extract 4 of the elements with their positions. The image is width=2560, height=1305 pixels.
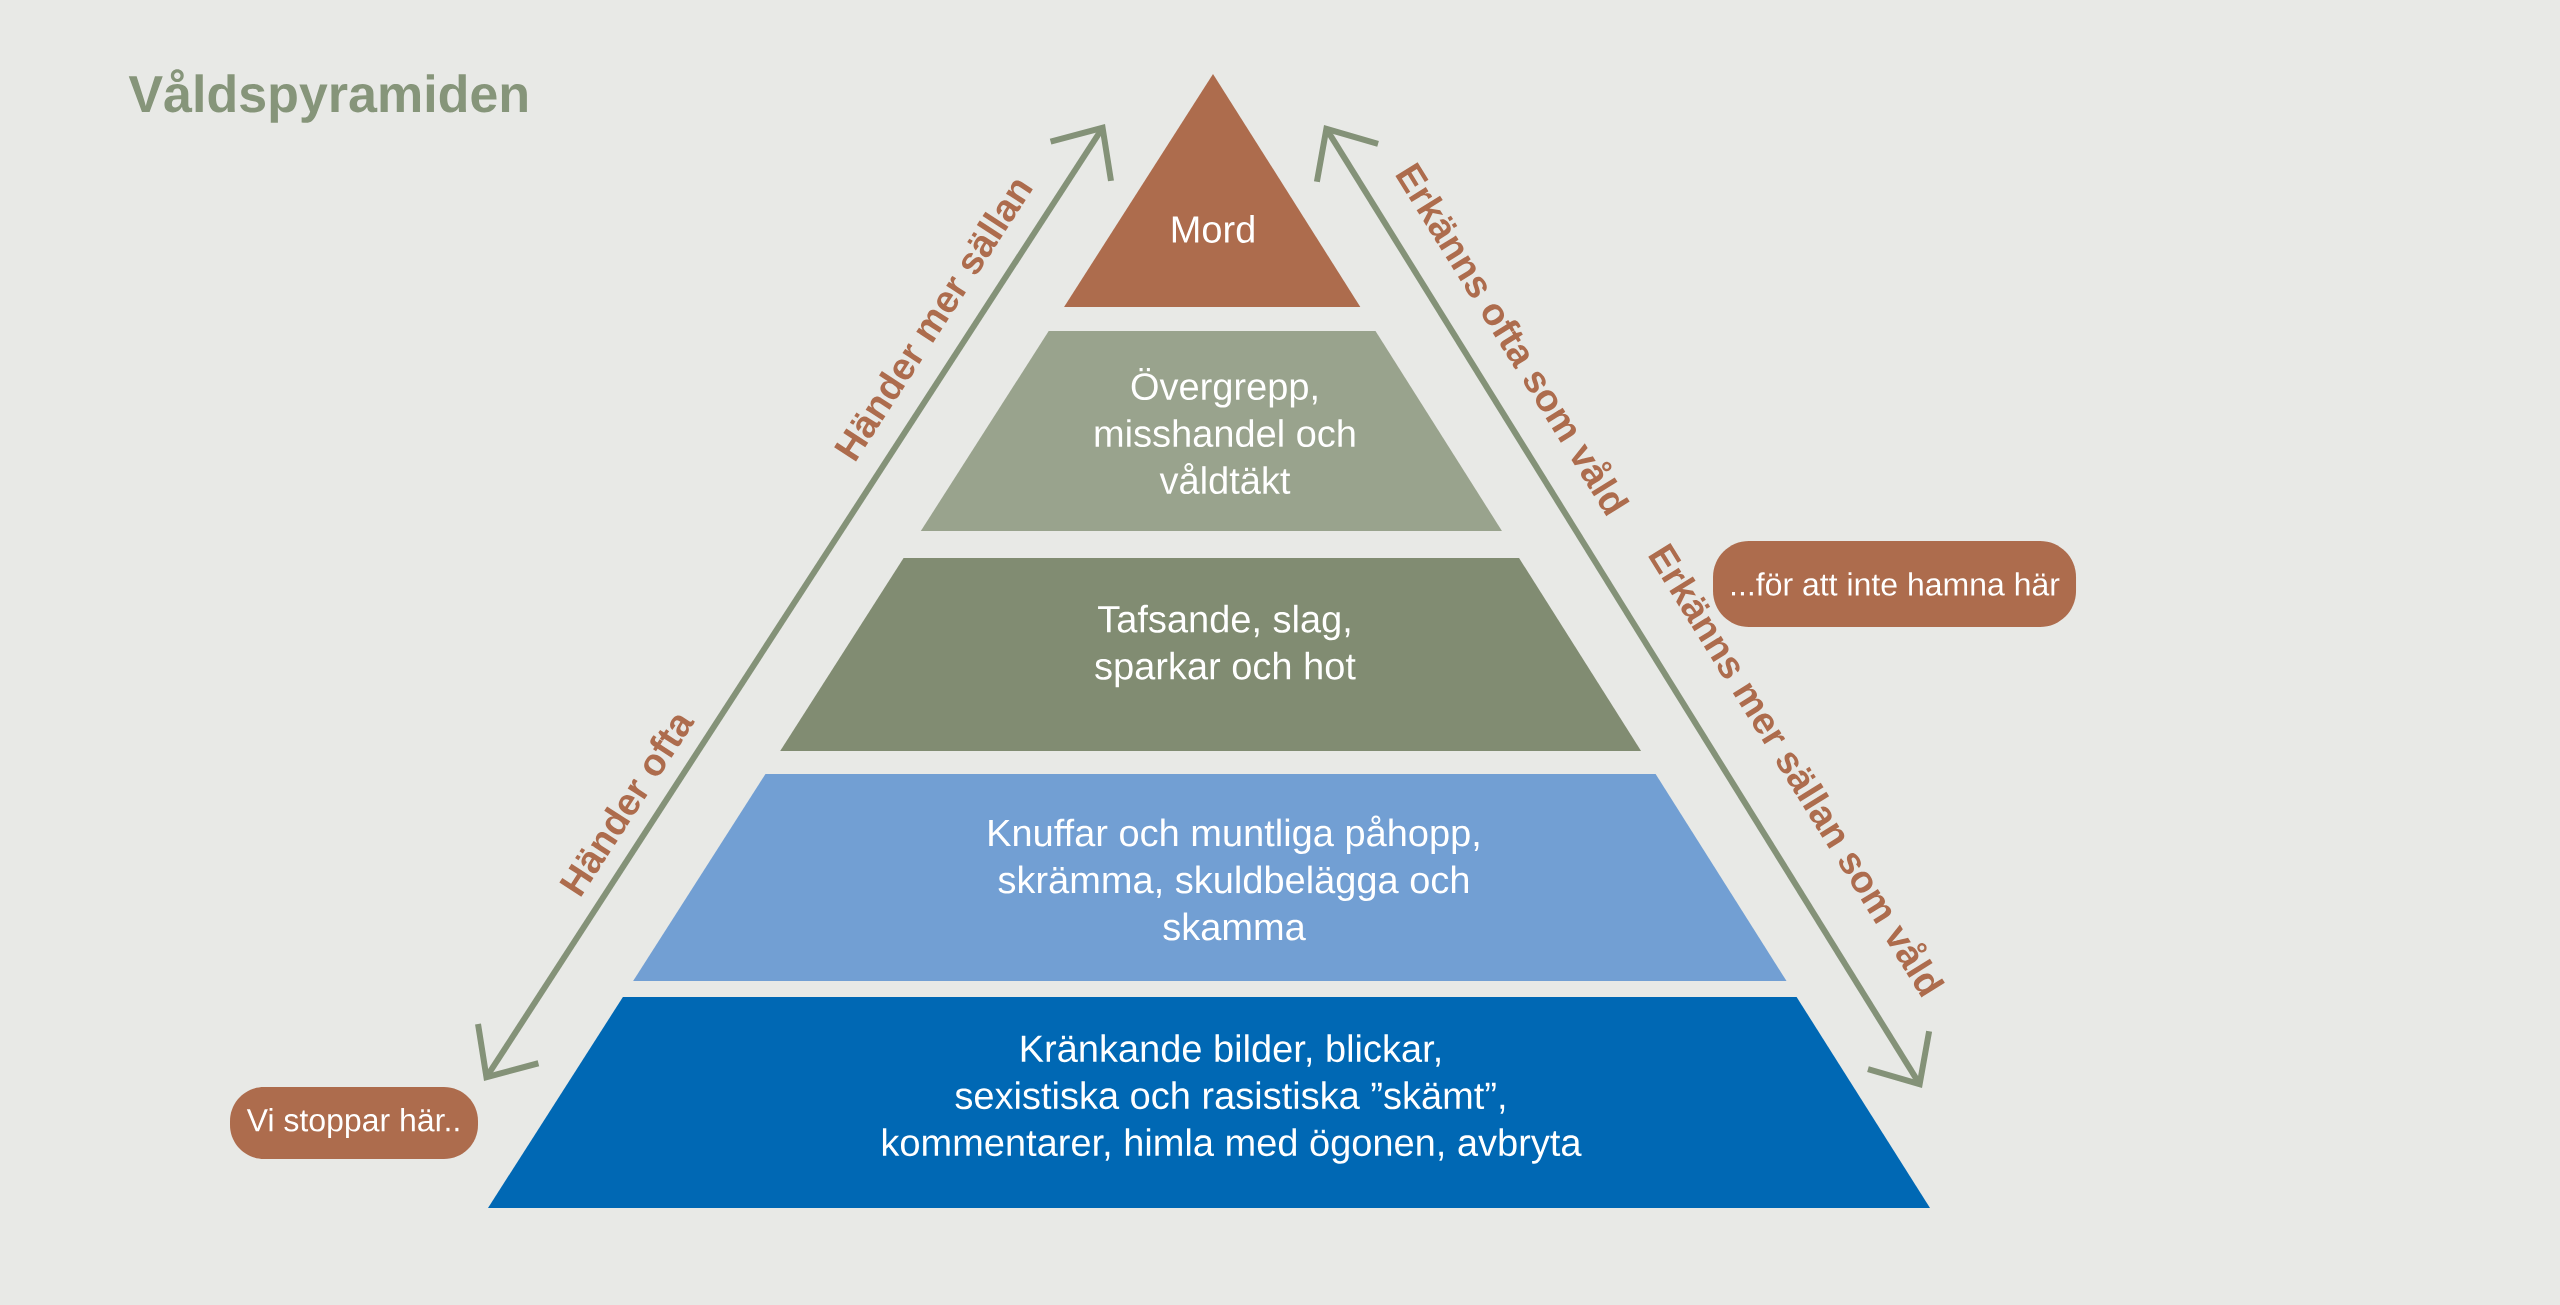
pyramid-level: Tafsande, slag, sparkar och hot: [780, 558, 1642, 751]
callout-box: Vi stoppar här..: [230, 1087, 478, 1159]
pyramid-level: Mord: [1064, 74, 1361, 307]
title: Våldspyramiden: [128, 69, 527, 123]
